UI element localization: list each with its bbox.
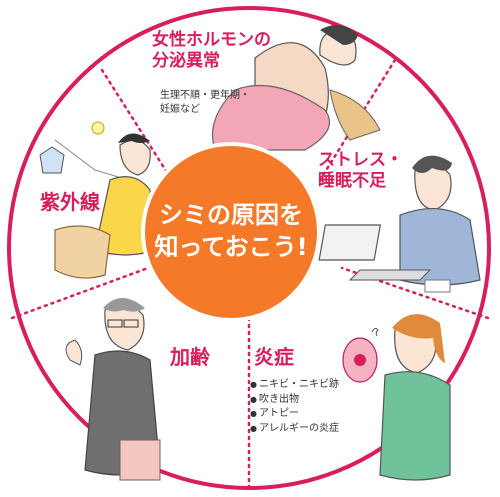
- center-circle: [141, 142, 321, 322]
- hormone-note: 生理不順・更年期・ 妊娠など: [160, 89, 250, 116]
- inflammation-title: 炎症: [254, 345, 294, 369]
- pregnant-woman-illustration: [211, 25, 381, 151]
- stress-title-line1: ストレス・: [318, 150, 403, 170]
- uv-title: 紫外線: [40, 190, 100, 214]
- inflammation-item: 吹き出物: [250, 393, 339, 408]
- inflammation-item: アトピー: [250, 407, 339, 422]
- woman-on-phone-illustration: [318, 155, 481, 293]
- hormone-note-line2: 妊娠など: [160, 103, 200, 115]
- inflammation-list: ニキビ・ニキビ跡 吹き出物 アトピー アレルギーの炎症: [250, 378, 339, 436]
- older-woman-illustration: [65, 298, 161, 481]
- center-title-line1: シミの原因を: [159, 200, 303, 229]
- laundry-woman-illustration: [39, 121, 156, 279]
- hormone-title-line2: 分泌異常: [152, 51, 220, 72]
- woman-mirror-illustration: [342, 314, 451, 481]
- hormone-note-line1: 生理不順・更年期・: [160, 90, 250, 101]
- aging-title: 加齢: [170, 345, 210, 369]
- center-title-line2: 知っておこう!: [154, 233, 308, 261]
- stress-title-line2: 睡眠不足: [318, 171, 386, 192]
- inflammation-item: アレルギーの炎症: [250, 422, 339, 437]
- hormone-title: 女性ホルモンの 分泌異常: [152, 30, 271, 73]
- hormone-title-line1: 女性ホルモンの: [152, 30, 271, 50]
- inflammation-item: ニキビ・ニキビ跡: [250, 378, 339, 393]
- center-title: シミの原因を 知っておこう!: [146, 175, 316, 287]
- stress-title: ストレス・ 睡眠不足: [318, 150, 403, 193]
